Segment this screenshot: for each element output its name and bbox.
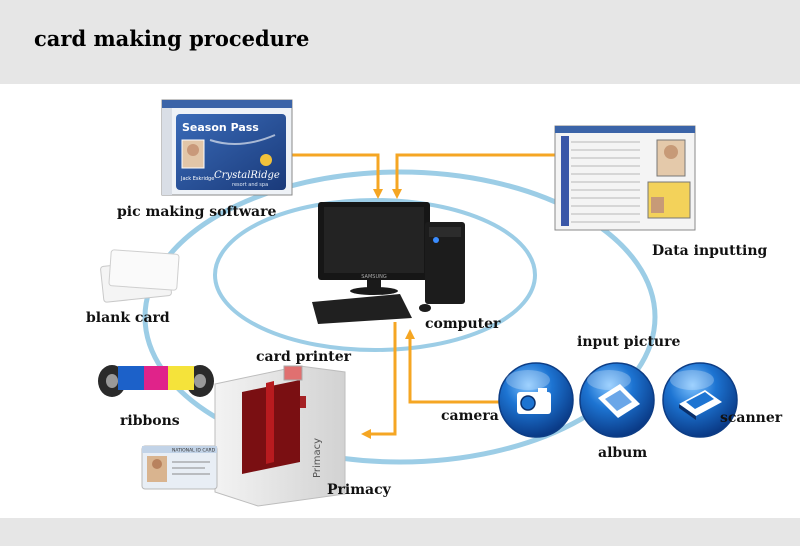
album-button[interactable] — [579, 362, 655, 438]
printer-brand: Primacy — [312, 438, 323, 478]
label-primacy: Primacy — [327, 482, 391, 498]
label-card-printer: card printer — [256, 349, 352, 365]
label-album: album — [598, 445, 648, 461]
blank-card — [100, 249, 180, 303]
camera-button[interactable] — [498, 362, 574, 438]
id-card-header: NATIONAL ID CARD — [172, 448, 216, 454]
arrow-data-to-computer — [392, 153, 555, 199]
computer: SAMSUNG — [312, 202, 465, 324]
resort-name: CrystalRidge — [214, 170, 280, 181]
monitor-brand: SAMSUNG — [361, 274, 387, 280]
label-scanner: scanner — [720, 410, 783, 426]
software-screenshot: Season Pass Jack Eskridge CrystalRidge r… — [161, 99, 293, 196]
outer-ring — [142, 169, 658, 465]
label-data-inputting: Data inputting — [652, 243, 768, 259]
holder-name: Jack Eskridge — [180, 176, 214, 182]
data-screenshot — [554, 125, 696, 231]
label-input-picture: input picture — [577, 334, 681, 350]
label-pic-software: pic making software — [117, 204, 277, 220]
footer-bar — [0, 518, 800, 546]
scanner-button[interactable] — [662, 362, 738, 438]
arrow-computer-to-printer — [361, 322, 397, 439]
inner-ring — [213, 198, 537, 352]
title-bar: card making procedure — [0, 0, 800, 84]
label-ribbons: ribbons — [120, 413, 180, 429]
arrow-software-to-computer — [292, 153, 383, 199]
id-card: NATIONAL ID CARD — [141, 445, 218, 490]
page-title: card making procedure — [34, 26, 310, 51]
arrow-camera-to-computer — [405, 329, 500, 404]
diagram-stage: Season Pass Jack Eskridge CrystalRidge r… — [0, 84, 800, 518]
season-pass-text: Season Pass — [182, 121, 259, 134]
resort-sub: resort and spa — [232, 182, 268, 188]
ribbon-cartridge — [98, 365, 214, 397]
label-computer: computer — [425, 316, 501, 332]
label-camera: camera — [441, 408, 499, 424]
label-blank-card: blank card — [86, 310, 170, 326]
diagram-canvas: Season Pass Jack Eskridge CrystalRidge r… — [98, 99, 738, 507]
card-printer: Primacy — [214, 365, 346, 507]
